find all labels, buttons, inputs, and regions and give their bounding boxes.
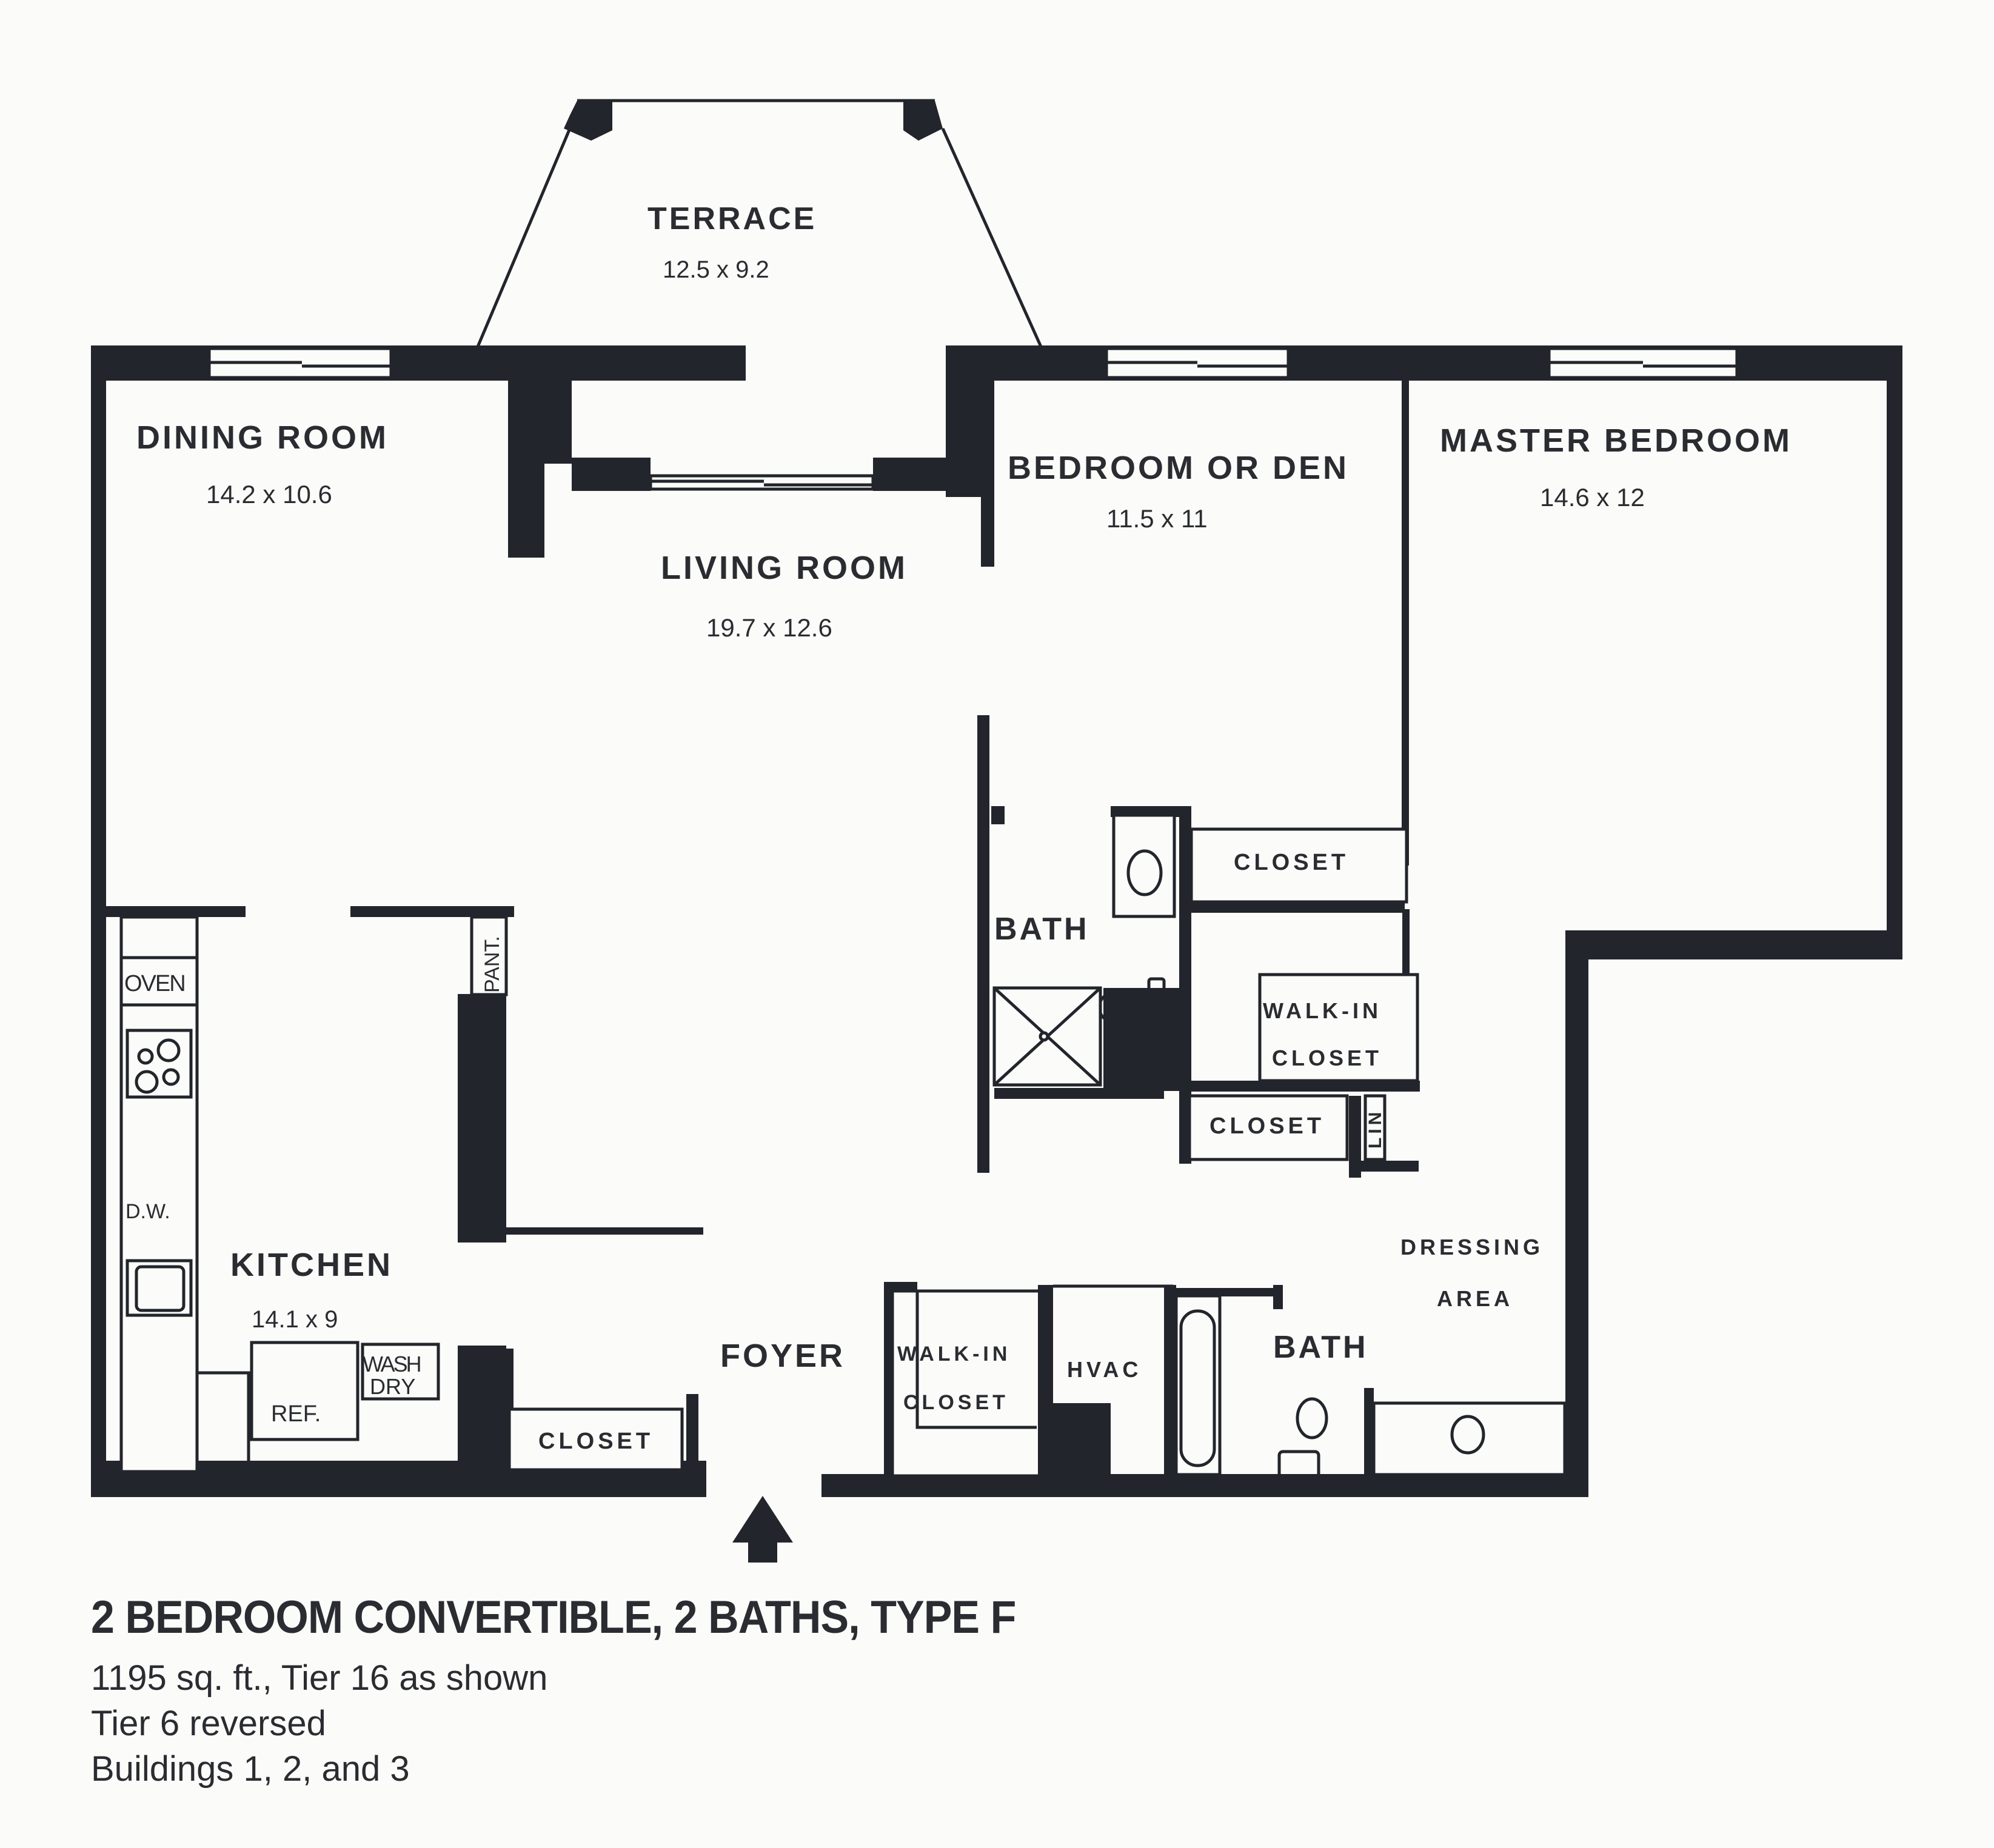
dressing-area-label-2: AREA [1437,1286,1513,1311]
sink-icon [1126,849,1163,896]
walk-in-closet-foyer-label-2: CLOSET [903,1391,1009,1414]
bath-1-label: BATH [994,912,1089,947]
oven [119,956,199,1007]
dishwasher-label: D.W. [125,1200,170,1223]
kitchen-counter [119,915,199,1473]
terrace-column-left [564,101,612,141]
plan-title: 2 BEDROOM CONVERTIBLE, 2 BATHS, TYPE F [91,1592,1016,1643]
washer-dryer [361,1343,440,1401]
closet-foyer-label: CLOSET [538,1429,654,1454]
foyer-label: FOYER [720,1338,845,1374]
hvac-label: HVAC [1067,1357,1142,1382]
den-label: BEDROOM OR DEN [1008,450,1349,486]
closet-den-label: CLOSET [1234,850,1349,875]
burner-icon [137,1048,154,1065]
plan-detail-area: 1195 sq. ft., Tier 16 as shown [91,1658,548,1698]
master-bedroom-dims: 14.6 x 12 [1540,483,1645,512]
master-bedroom-label: MASTER BEDROOM [1440,422,1792,459]
burner-icon [162,1068,180,1086]
walk-in-closet-label-2: CLOSET [1272,1046,1382,1070]
foyer-walk-in-hvac-bath: WALK-IN CLOSET HVAC BATH DRESSING AREA [884,1235,1567,1479]
toilet-icon [1296,1397,1328,1439]
den-dims: 11.5 x 11 [1106,504,1208,533]
walk-in-closet-master [1258,973,1419,1082]
kitchen: OVEN D.W. REF. WASH DRY PANT. KITCHEN 14… [91,906,703,1473]
kitchen-label: KITCHEN [230,1247,393,1283]
closet-hall-label: CLOSET [1209,1113,1325,1139]
entry-arrow-icon [732,1496,793,1563]
kitchen-dims: 14.1 x 9 [252,1306,338,1333]
toilet-tank-icon [1277,1450,1320,1479]
plan-detail-tier: Tier 6 reversed [91,1704,326,1743]
dressing-area-label-1: DRESSING [1400,1235,1544,1259]
windows [207,347,1739,491]
terrace-column-right [903,101,943,141]
living-room-label: LIVING ROOM [661,550,908,586]
sink-icon [1450,1415,1485,1455]
linen-closet [1363,1094,1387,1161]
linen-label: LIN [1365,1109,1385,1149]
bathtub-icon [1179,1309,1216,1467]
washer-label: WASH [363,1352,421,1376]
refrigerator [250,1341,360,1441]
drain-icon [1039,1031,1049,1042]
burner-icon [156,1038,181,1062]
walk-in-closet-label-1: WALK-IN [1263,998,1382,1023]
burner-icon [135,1070,159,1094]
dining-room-label: DINING ROOM [136,419,389,456]
bathtub [1174,1294,1222,1476]
terrace-label: TERRACE [647,201,817,236]
plan-detail-buildings: Buildings 1, 2, and 3 [91,1749,410,1789]
living-room-dims: 19.7 x 12.6 [706,613,832,642]
pantry-label: PANT. [481,936,504,993]
vanity [1112,813,1176,918]
walk-in-closet-foyer-label-1: WALK-IN [897,1343,1011,1366]
terrace-dims: 12.5 x 9.2 [663,256,769,283]
closet-foyer [507,1407,684,1472]
pantry [470,915,508,996]
master-closets: CLOSET WALK-IN CLOSET CLOSET LIN [1188,827,1420,1178]
terrace: TERRACE 12.5 x 9.2 [476,99,1043,348]
vanity-dressing [1372,1401,1567,1476]
dining-room-dims: 14.2 x 10.6 [206,480,332,509]
oven-label: OVEN [124,971,185,996]
bath-1: BATH [977,715,1191,1173]
dryer-label: DRY [370,1374,415,1399]
closet-hall [1188,1094,1349,1161]
foyer-closet: CLOSET [506,1349,698,1476]
refrigerator-label: REF. [271,1401,321,1427]
closet-den [1189,827,1408,904]
bath-2-label: BATH [1273,1330,1368,1365]
